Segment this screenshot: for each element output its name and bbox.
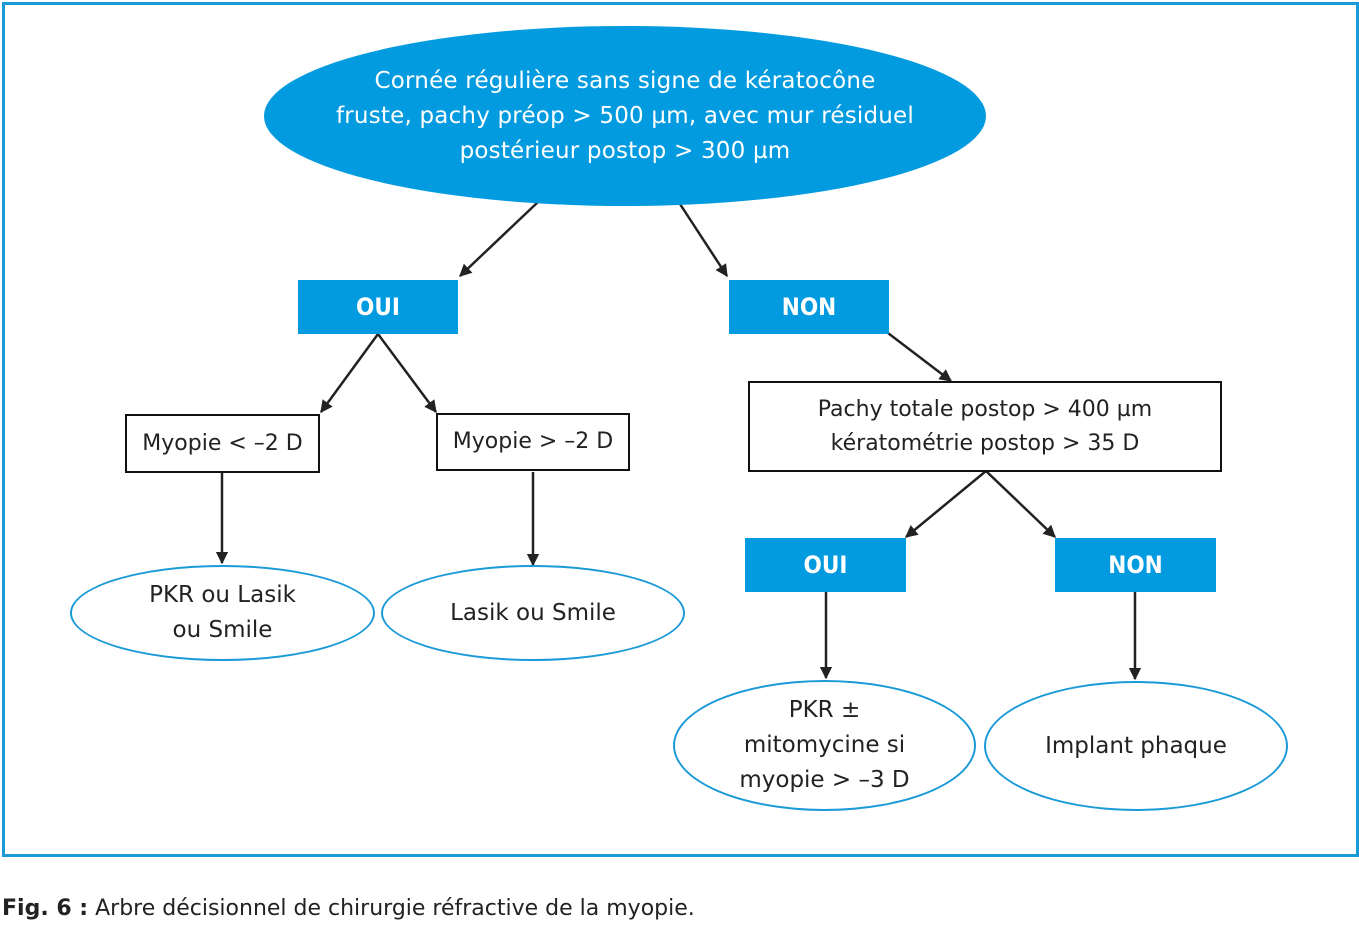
box-myopie-high: Myopie > –2 D (436, 413, 630, 471)
diagram-frame (2, 2, 1359, 857)
oval-mito-line-1: PKR ± (788, 697, 861, 723)
figure-caption: Fig. 6 : Arbre décisionnel de chirurgie … (2, 896, 695, 921)
root-line-1: Cornée régulière sans signe de kératocôn… (374, 67, 876, 94)
arrow-pachy-to-oui (905, 470, 987, 538)
arrow-oui-to-myopie-low (319, 333, 380, 414)
box-pachy-keratometrie: Pachy totale postop > 400 µm kératométri… (748, 381, 1222, 472)
root-line-2: fruste, pachy préop > 500 µm, avec mur r… (335, 102, 915, 129)
tag-oui-level2: OUI (745, 538, 906, 592)
oval-pkr-lasik-smile: PKR ou Lasik ou Smile (70, 565, 375, 661)
oval-implant-phaque: Implant phaque (984, 681, 1288, 811)
tag-non-level1: NON (729, 280, 889, 334)
oval-lasik-smile: Lasik ou Smile (381, 565, 685, 661)
oval-mito-line-3: myopie > –3 D (739, 767, 910, 793)
root-line-3: postérieur postop > 300 µm (459, 137, 791, 164)
box-myopie-low: Myopie < –2 D (125, 414, 320, 473)
pachy-line-1: Pachy totale postop > 400 µm (817, 396, 1153, 422)
oval-pkr-line-1: PKR ou Lasik (149, 582, 296, 608)
arrow-oui-to-myopie-high (376, 333, 438, 414)
oval-mito-line-2: mitomycine si (743, 732, 906, 758)
tag-non-level2: NON (1055, 538, 1216, 592)
arrow-non-to-pachy (887, 332, 952, 382)
oval-pkr-line-2: ou Smile (172, 617, 273, 643)
caption-label: Fig. 6 : (2, 896, 89, 921)
oval-pkr-mitomycine: PKR ± mitomycine si myopie > –3 D (673, 680, 976, 811)
root-condition-ellipse: Cornée régulière sans signe de kératocôn… (264, 26, 986, 206)
arrow-pachy-to-non (985, 470, 1056, 538)
caption-text: Arbre décisionnel de chirurgie réfractiv… (88, 896, 695, 921)
tag-oui-level1: OUI (298, 280, 458, 334)
pachy-line-2: kératométrie postop > 35 D (830, 430, 1140, 456)
arrow-root-to-non (678, 203, 729, 278)
arrow-root-to-oui (459, 201, 539, 277)
